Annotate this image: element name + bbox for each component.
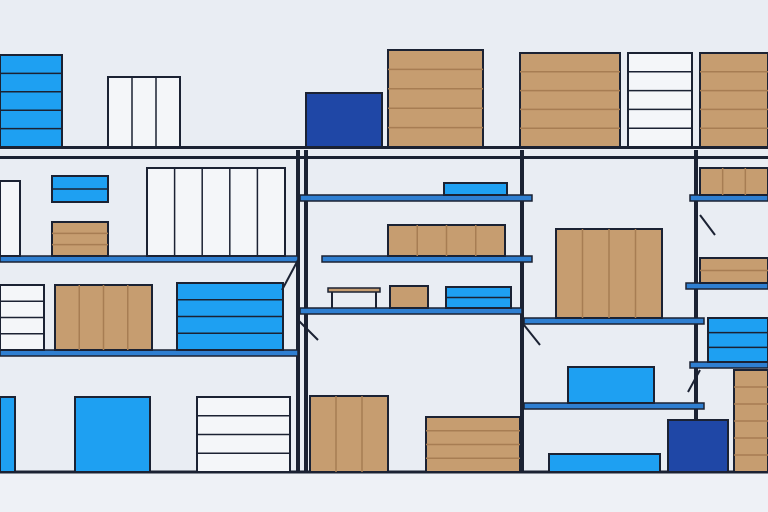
shelf-bracket (523, 324, 541, 346)
floor (0, 472, 768, 512)
blue-crate (74, 396, 151, 473)
cardboard-box (519, 52, 621, 148)
dark-blue-bin (667, 419, 729, 473)
dark-blue-bin (305, 92, 383, 148)
white-crate (627, 52, 693, 148)
cardboard-box (309, 395, 389, 473)
cardboard-box (389, 285, 429, 309)
small-table-top (327, 287, 381, 293)
blue-crate (548, 453, 661, 473)
blue-crate (443, 182, 508, 196)
white-crate (0, 180, 21, 257)
shelf-board (299, 194, 533, 202)
cardboard-box (699, 167, 768, 196)
top-shelf-edge (0, 146, 768, 149)
shelf-post (296, 150, 300, 472)
shelf-bracket (297, 319, 319, 341)
shelf-bracket (687, 369, 701, 393)
cardboard-box (699, 52, 768, 148)
blue-crate (0, 54, 63, 148)
shelf-post (694, 150, 698, 472)
shelf-bracket (699, 214, 716, 236)
top-shelf-edge (0, 156, 768, 159)
blue-crate (0, 396, 16, 473)
white-crate (107, 76, 181, 148)
blue-crate (567, 366, 655, 404)
cardboard-box (51, 221, 109, 257)
cardboard-box (387, 49, 484, 148)
shelf-bracket (281, 259, 299, 291)
blue-crate (707, 317, 768, 363)
white-crate (146, 167, 286, 257)
